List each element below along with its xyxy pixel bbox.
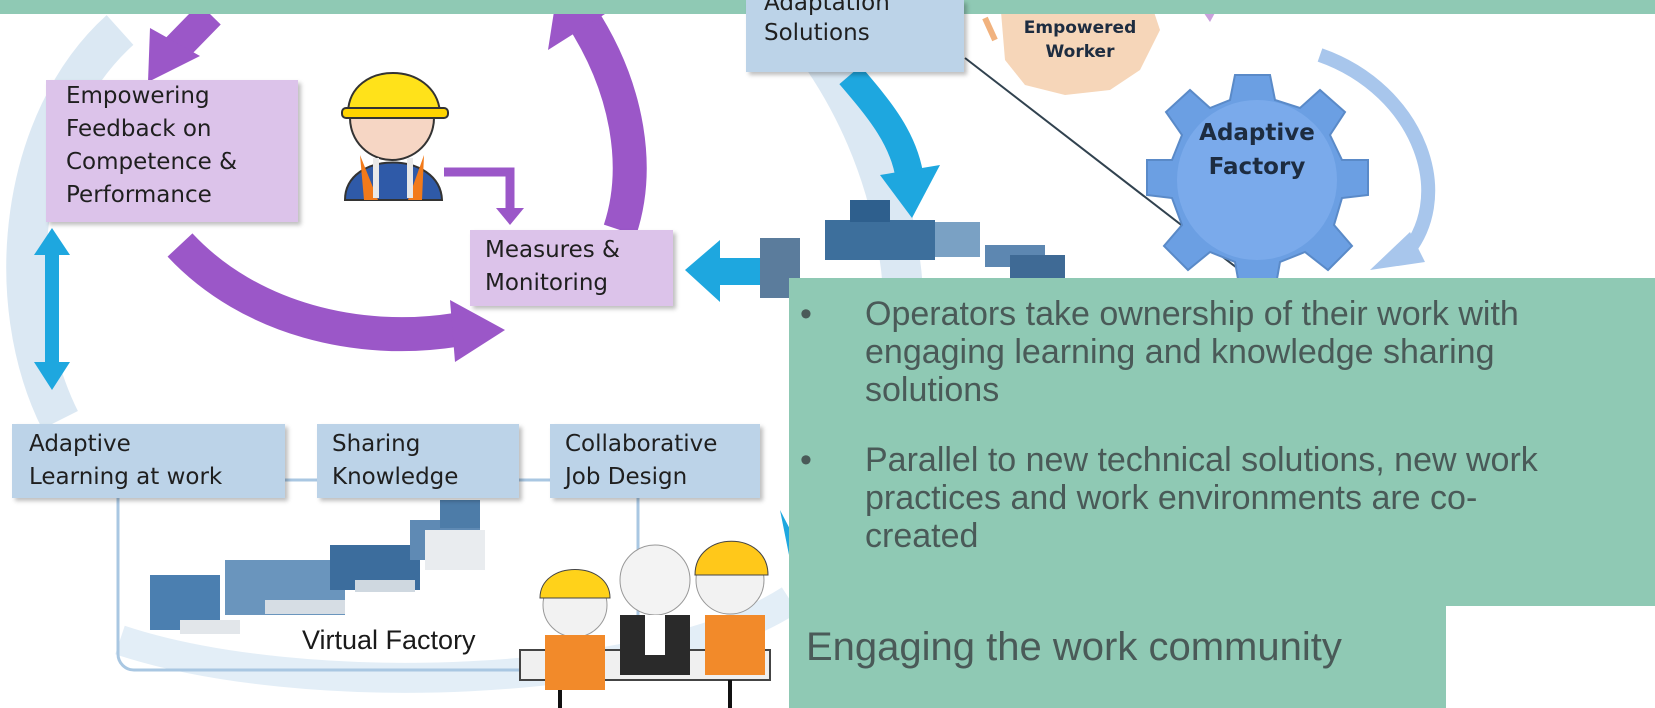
measures-monitoring-line2: Monitoring [485, 270, 608, 296]
empowered-worker-label: Empowered Worker [1020, 16, 1140, 64]
empowering-feedback-box: Empowering Feedback on Competence & Perf… [46, 80, 298, 222]
sharing-knowledge-line2: Knowledge [332, 464, 459, 490]
corner-white-box [1446, 606, 1655, 708]
purple-arrowhead-right [548, 5, 605, 50]
adaptive-factory-label: Adaptive Factory [1172, 116, 1342, 184]
collaborative-job-design-box: Collaborative Job Design [550, 424, 760, 498]
virtual-factory-label: Virtual Factory [302, 625, 476, 655]
empowering-feedback-line4: Performance [66, 182, 212, 208]
sharing-knowledge-line1: Sharing [332, 431, 421, 457]
sharing-knowledge-box: Sharing Knowledge [317, 424, 519, 498]
bullet-1: • Operators take ownership of their work… [789, 295, 1655, 415]
summary-panel: • Operators take ownership of their work… [789, 278, 1655, 708]
bullet-1-symbol: • [800, 295, 812, 333]
worker-to-measures-arrowhead [496, 208, 524, 225]
purple-cycle-arrow-bottom [167, 233, 458, 352]
adaptive-learning-line2: Learning at work [29, 464, 223, 490]
factory-line-icon [150, 500, 485, 634]
double-arrow-left [34, 228, 70, 390]
adaptation-solutions-box: Adaptation Solutions [746, 0, 964, 72]
bullet-2-line3: created [865, 517, 979, 555]
team-meeting-icon [519, 540, 771, 708]
bullet-2-text: Parallel to new technical solutions, new… [865, 441, 1650, 555]
panel-footer-heading: Engaging the work community [806, 625, 1342, 669]
collaborative-job-design-line1: Collaborative [565, 431, 718, 457]
gear-icon-adaptive-factory [1146, 74, 1369, 291]
adaptive-factory-line2: Factory [1208, 154, 1306, 180]
empowering-feedback-line2: Feedback on [66, 116, 212, 142]
cyan-arrow-adaptation-down [839, 65, 924, 183]
purple-arrowhead-top-left [148, 28, 200, 82]
bullet-1-line1: Operators take ownership of their work w… [865, 295, 1519, 333]
collaborative-job-design-line2: Job Design [565, 464, 688, 490]
bullet-2: • Parallel to new technical solutions, n… [789, 441, 1655, 561]
bullet-1-line2: engaging learning and knowledge sharing [865, 333, 1495, 371]
empowered-worker-line2: Worker [1045, 42, 1115, 62]
purple-arrowhead-bottom [450, 300, 505, 362]
adaptive-learning-line1: Adaptive [29, 431, 131, 457]
bullet-2-line2: practices and work environments are co- [865, 479, 1478, 517]
cyan-arrowhead-adaptation [880, 165, 940, 218]
measures-monitoring-box: Measures & Monitoring [470, 230, 673, 306]
machine-icon [760, 200, 1065, 298]
bullet-2-symbol: • [800, 441, 812, 479]
bullet-1-text: Operators take ownership of their work w… [865, 295, 1650, 409]
adaptive-factory-line1: Adaptive [1199, 120, 1315, 146]
empowered-worker-line1: Empowered [1023, 18, 1137, 38]
empowering-feedback-line3: Competence & [66, 149, 238, 175]
cyan-arrow-to-measures [685, 240, 760, 302]
worker-hardhat-icon [341, 72, 449, 201]
adaptive-learning-box: Adaptive Learning at work [12, 424, 285, 498]
adaptation-solutions-line2: Solutions [764, 20, 870, 46]
worker-to-measures-arrow [444, 167, 515, 212]
gear-icon-empowered-worker [1000, 0, 1160, 95]
bullet-2-line1: Parallel to new technical solutions, new… [865, 441, 1538, 479]
adaptation-solutions-line1: Adaptation [764, 0, 890, 16]
orange-arrow-top [982, 16, 998, 42]
blue-curved-arrowhead [1370, 232, 1425, 270]
measures-monitoring-line1: Measures & [485, 237, 620, 263]
purple-cycle-arrow-right [565, 4, 647, 236]
blue-curved-arrow [1317, 48, 1436, 265]
empowering-feedback-line1: Empowering [66, 83, 210, 109]
bullet-1-line3: solutions [865, 371, 1000, 409]
